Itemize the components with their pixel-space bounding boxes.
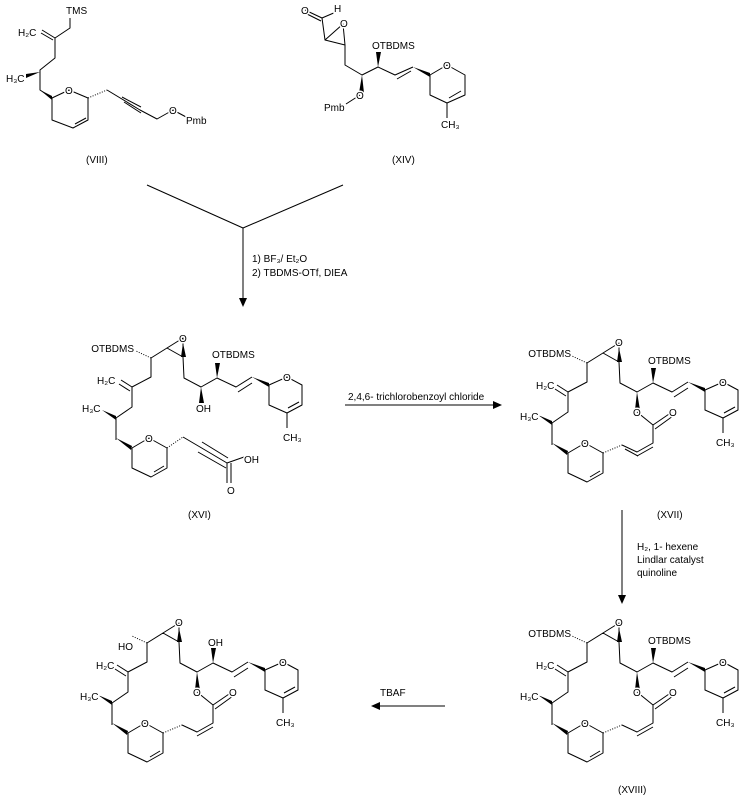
ring-o-label-2: O [719,658,727,669]
compound-id-xvi: (XVI) [188,510,211,521]
acid-oh-label: OH [244,455,259,466]
step3-reagent-2: Lindlar catalyst [637,555,704,566]
epoxide-o-label: O [615,618,623,629]
otbdms-right-label: OTBDMS [648,356,691,367]
compound-id-xvii: (XVII) [657,510,683,521]
step4-reagent: TBAF [380,688,406,699]
ch3-label: CH₃ [716,718,735,729]
step2-arrow: 2,4,6- trichlorobenzoyl chloride [345,391,502,409]
ring-o-label-1: O [581,719,589,730]
otbdms-left-label: OTBDMS [528,349,571,360]
step1-reagent-1: 1) BF₃/ Et₂O [252,254,307,265]
ether-o-label: O [169,106,177,117]
step3-reagent-3: quinoline [637,568,677,579]
carbonyl-o-label: O [669,408,677,419]
otbdms-left-label: OTBDMS [528,629,571,640]
ch3-label: CH₃ [276,718,295,729]
step4-arrow: TBAF [371,687,445,710]
carbonyl-o-label: O [669,688,677,699]
compound-id-viii: (VIII) [86,155,108,166]
aldehyde-h-label: H [334,4,341,15]
step1-arrow: 1) BF₃/ Et₂O 2) TBDMS-OTf, DIEA [146,184,349,307]
aldehyde-o-label: O [301,6,309,17]
h2c-label: H₂C [96,661,114,672]
epoxide-o-label: O [179,334,187,345]
otbdms-right-label: OTBDMS [212,350,255,361]
ester-o-label: O [633,688,641,699]
tms-label: TMS [66,6,87,17]
carbonyl-o-label: O [229,688,237,699]
pmb-label: Pmb [324,103,345,114]
otbdms-label: OTBDMS [372,41,415,52]
step2-reagent: 2,4,6- trichlorobenzoyl chloride [348,392,485,403]
h2c-label: H₂C [97,376,115,387]
ho-label: HO [118,642,133,653]
compound-viii: TMS H₂C H₃C O O Pmb (VIII) [5,5,209,168]
h3c-label: H₃C [520,692,539,703]
otbdms-right-label: OTBDMS [648,636,691,647]
h3c-label: H₃C [520,412,539,423]
ring-o-label-2: O [283,373,291,384]
ch3-label: CH₃ [283,433,302,444]
pmb-label: Pmb [186,116,207,127]
ring-o-label: O [443,61,451,72]
ch3-label: CH₃ [716,438,735,449]
h3c-label: H₃C [82,404,101,415]
step3-reagent-1: H₂, 1- hexene [637,542,699,553]
compound-xvi: OTBDMS OTBDMS O H₂C H₃C OH O O CH₃ OH O … [81,333,304,523]
epoxide-o-label: O [615,338,623,349]
ring-o-label-2: O [719,378,727,389]
ring-o-label-1: O [145,434,153,445]
h2c-label: H₂C [18,28,36,39]
step1-reagent-2: 2) TBDMS-OTf, DIEA [252,268,348,279]
h2c-label: H₂C [536,661,554,672]
compound-id-xiv: (XIV) [392,155,415,166]
ring-o-label: O [65,86,73,97]
compound-xviii: OTBDMS OTBDMS O H₂C H₃C O O O O CH₃ (XVI… [519,617,739,798]
acid-o-label: O [227,486,235,497]
ch3-label: CH₃ [441,120,460,131]
otbdms-left-label: OTBDMS [91,344,134,355]
epoxide-o-label: O [175,618,183,629]
h3c-label: H₃C [6,74,25,85]
compound-id-xviii: (XVIII) [618,785,646,796]
step3-arrow: H₂, 1- hexene Lindlar catalyst quinoline [618,510,705,604]
ester-o-label: O [633,408,641,419]
h3c-label: H₃C [80,692,99,703]
compound-final-product: HO OH O H₂C H₃C O O O O CH₃ [79,617,299,763]
epoxide-o-label: O [340,19,348,30]
ring-o-label-1: O [141,719,149,730]
h2c-label: H₂C [536,381,554,392]
ring-o-label-2: O [279,658,287,669]
compound-xvii: OTBDMS OTBDMS O H₂C H₃C O O O O CH₃ (XVI… [519,337,739,523]
ring-o-label-1: O [581,439,589,450]
ester-o-label: O [193,688,201,699]
compound-xiv: O H O OTBDMS O Pmb O CH₃ (XIV) [300,3,466,168]
ether-o-label: O [356,91,364,102]
oh-label: OH [208,638,223,649]
oh-label: OH [196,404,211,415]
